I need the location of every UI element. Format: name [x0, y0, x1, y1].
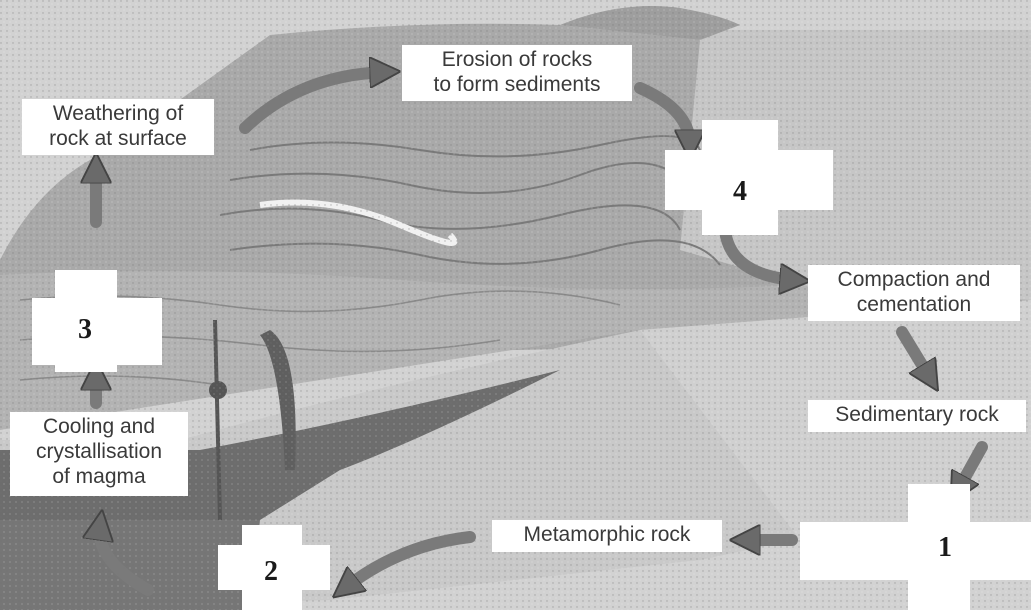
compaction-line-1: Compaction and [814, 267, 1014, 292]
number-1: 1 [938, 532, 952, 564]
weathering-label: Weathering of rock at surface [22, 99, 214, 155]
weathering-line-1: Weathering of [28, 101, 208, 126]
number-2: 2 [264, 556, 278, 588]
compaction-label: Compaction and cementation [808, 265, 1020, 321]
cooling-line-2: crystallisation [16, 439, 182, 464]
erosion-line-1: Erosion of rocks [408, 47, 626, 72]
cooling-line-1: Cooling and [16, 414, 182, 439]
compaction-line-2: cementation [814, 292, 1014, 317]
metamorphic-text: Metamorphic rock [498, 522, 716, 547]
cooling-label: Cooling and crystallisation of magma [10, 412, 188, 496]
sedimentary-label: Sedimentary rock [808, 400, 1026, 432]
cooling-line-3: of magma [16, 464, 182, 489]
number-3: 3 [78, 314, 92, 346]
erosion-line-2: to form sediments [408, 72, 626, 97]
metamorphic-label: Metamorphic rock [492, 520, 722, 552]
number-4: 4 [733, 176, 747, 208]
erosion-label: Erosion of rocks to form sediments [402, 45, 632, 101]
weathering-line-2: rock at surface [28, 126, 208, 151]
sedimentary-text: Sedimentary rock [814, 402, 1020, 427]
